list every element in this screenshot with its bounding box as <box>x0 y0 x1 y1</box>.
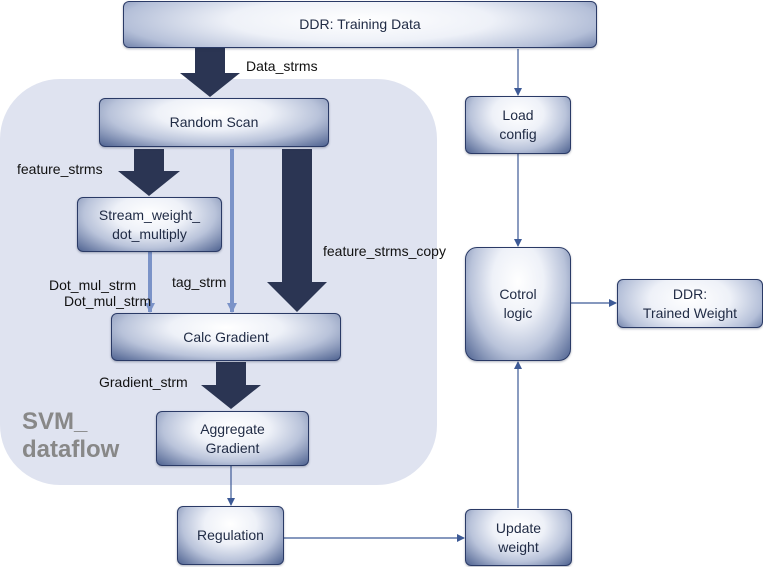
label-feature-strms: feature_strms <box>17 161 103 177</box>
node-aggregate-gradient[interactable]: Aggregate Gradient <box>156 411 309 466</box>
arrow-feature-strms <box>118 149 180 196</box>
node-stream-weight-dot-multiply[interactable]: Stream_weight_ dot_multiply <box>77 197 222 252</box>
arrow-feature-strms-copy <box>267 149 327 312</box>
arrow-gradient-strm <box>201 362 261 409</box>
label-gradient-strm: Gradient_strm <box>99 374 188 390</box>
label-data-strms: Data_strms <box>246 58 318 74</box>
node-regulation[interactable]: Regulation <box>177 506 284 565</box>
label-feature-strms-copy: feature_strms_copy <box>323 243 446 259</box>
node-load-config[interactable]: Load config <box>465 96 571 154</box>
arrow-data-strms <box>180 48 240 97</box>
label-dot-mul-strm-2: Dot_mul_strm <box>64 293 152 309</box>
label-dot-mul-strm-1: Dot_mul_strm <box>49 277 137 293</box>
node-random-scan[interactable]: Random Scan <box>99 98 329 147</box>
region-title: SVM_ dataflow <box>22 408 120 463</box>
node-ddr-trained-weight[interactable]: DDR: Trained Weight <box>617 279 763 328</box>
node-control-logic[interactable]: Cotrol logic <box>465 247 571 361</box>
node-update-weight[interactable]: Update weight <box>465 509 572 566</box>
label-tag-strm: tag_strm <box>172 274 227 290</box>
node-ddr-training-data[interactable]: DDR: Training Data <box>123 1 597 48</box>
node-calc-gradient[interactable]: Calc Gradient <box>111 313 341 361</box>
